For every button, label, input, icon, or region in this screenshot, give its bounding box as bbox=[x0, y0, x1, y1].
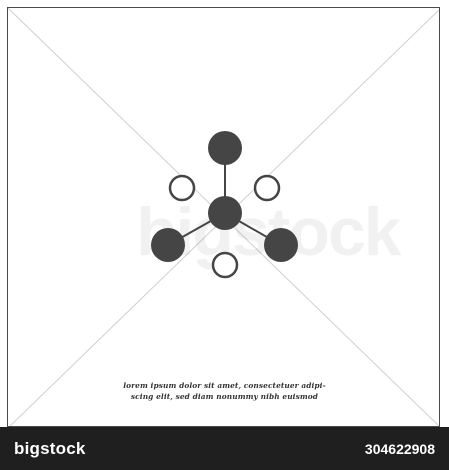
node-center bbox=[208, 196, 242, 230]
node-right bbox=[264, 228, 298, 262]
footer-brand-logo: bigstock bbox=[14, 439, 86, 458]
caption-line-1: lorem ipsum dolor sit amet, consectetuer… bbox=[123, 381, 326, 390]
illustration-frame: bigstock lorem ipsum dolor sit amet, con… bbox=[7, 7, 440, 427]
ring-bottom bbox=[211, 251, 239, 279]
ring-upper-right bbox=[253, 174, 281, 202]
caption-text: lorem ipsum dolor sit amet, consectetuer… bbox=[8, 380, 439, 402]
watermark-text: bigstock bbox=[136, 194, 402, 270]
node-top bbox=[208, 131, 242, 165]
network-nodes-icon bbox=[151, 131, 298, 279]
footer-bar: bigstock 304622908 bbox=[0, 427, 449, 470]
ring-upper-left bbox=[168, 174, 196, 202]
footer-image-id: 304622908 bbox=[364, 441, 435, 457]
caption-line-2: scing elit, sed diam nonummy nibh euismo… bbox=[130, 392, 319, 401]
node-left bbox=[151, 228, 185, 262]
